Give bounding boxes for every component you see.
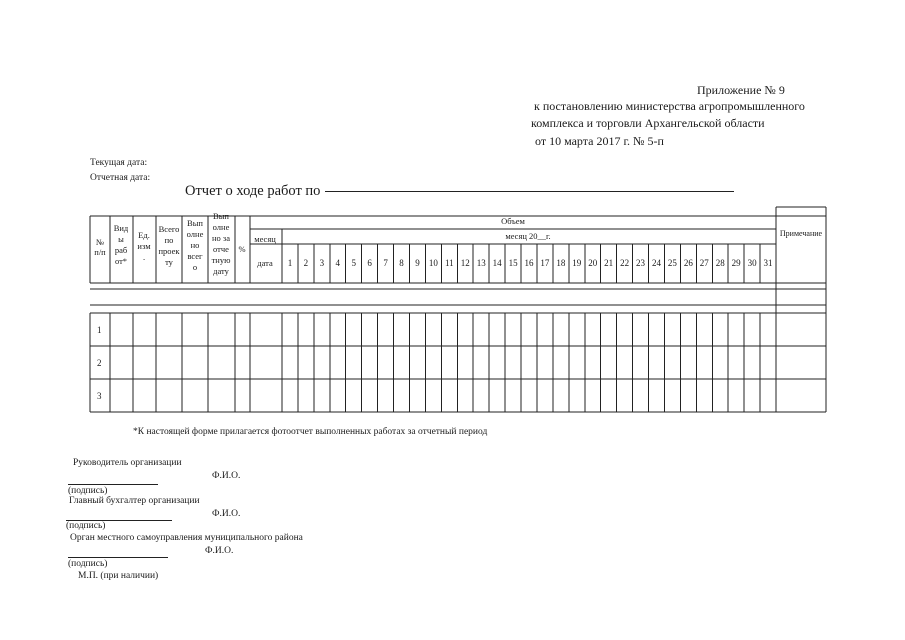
footnote: *К настоящей форме прилагается фотоотчет… [133, 427, 488, 437]
day-number: 3 [320, 258, 325, 268]
head-signature-line [68, 484, 158, 485]
header-num: № [96, 237, 104, 247]
day-number: 22 [620, 258, 629, 268]
header-done-total: всег [187, 251, 203, 261]
day-number: 17 [540, 258, 550, 268]
appendix-number: Приложение № 9 [697, 83, 785, 97]
day-number: 20 [588, 258, 598, 268]
day-number: 11 [445, 258, 454, 268]
row-number: 1 [97, 325, 102, 335]
header-note: Примечание [780, 229, 823, 238]
header-done-total: Вып [187, 218, 203, 228]
day-number: 6 [367, 258, 372, 268]
appendix-decree-line: к постановлению министерства агропромышл… [534, 99, 805, 113]
header-date-label: дата [257, 258, 273, 268]
header-work-type: от* [115, 256, 127, 266]
appendix-date-line: от 10 марта 2017 г. № 5-п [535, 134, 664, 148]
seal-note: М.П. (при наличии) [78, 571, 159, 581]
day-number: 31 [764, 258, 773, 268]
header-total: по [165, 235, 174, 245]
header-done-total: олне [187, 229, 204, 239]
day-number: 9 [415, 258, 420, 268]
day-number: 28 [716, 258, 726, 268]
day-number: 15 [509, 258, 519, 268]
day-number: 12 [461, 258, 470, 268]
header-done-period: Вып [213, 211, 229, 221]
municipal-sign-caption: (подпись) [68, 559, 108, 569]
municipal-fio: Ф.И.О. [205, 546, 234, 556]
header-num: п/п [94, 247, 106, 257]
header-total: ту [165, 257, 174, 267]
header-done-period: дату [213, 266, 229, 276]
header-month-label: месяц [254, 234, 276, 244]
day-number: 26 [684, 258, 694, 268]
day-number: 25 [668, 258, 678, 268]
day-number: 1 [288, 258, 293, 268]
accountant-label: Главный бухгалтер организации [69, 496, 200, 506]
row-number: 2 [97, 358, 102, 368]
header-done-total: о [193, 262, 197, 272]
header-done-period: отче [213, 244, 229, 254]
day-number: 29 [732, 258, 742, 268]
day-number: 23 [636, 258, 646, 268]
report-title: Отчет о ходе работ по [185, 183, 321, 199]
day-number: 16 [525, 258, 535, 268]
day-number: 21 [604, 258, 613, 268]
day-number: 18 [556, 258, 566, 268]
accountant-signature-line [66, 520, 172, 521]
day-number: 10 [429, 258, 439, 268]
day-number: 24 [652, 258, 662, 268]
accountant-fio: Ф.И.О. [212, 509, 241, 519]
accountant-sign-caption: (подпись) [66, 521, 106, 531]
header-done-period: тную [212, 255, 232, 265]
header-work-type: ы [118, 234, 124, 244]
header-done-total: но [191, 240, 200, 250]
day-number: 2 [304, 258, 309, 268]
day-number: 30 [748, 258, 758, 268]
current-date-label: Текущая дата: [90, 158, 148, 168]
header-unit: изм [137, 241, 151, 251]
header-month-value: месяц 20__г. [505, 231, 550, 241]
head-sign-caption: (подпись) [68, 486, 108, 496]
day-number: 14 [493, 258, 503, 268]
header-done-period: олне [213, 222, 230, 232]
header-volume: Объем [501, 216, 525, 226]
header-percent: % [238, 244, 245, 254]
day-number: 7 [383, 258, 388, 268]
day-number: 5 [351, 258, 356, 268]
header-unit: Ед. [138, 230, 150, 240]
header-done-period: но за [212, 233, 230, 243]
day-number: 13 [477, 258, 487, 268]
head-label: Руководитель организации [73, 458, 182, 468]
municipal-label: Орган местного самоуправления муниципаль… [70, 533, 303, 543]
day-number: 19 [572, 258, 582, 268]
day-number: 4 [336, 258, 341, 268]
day-number: 27 [700, 258, 710, 268]
report-date-label: Отчетная дата: [90, 173, 151, 183]
municipal-signature-line [68, 557, 168, 558]
header-unit: . [143, 252, 145, 262]
header-total: проек [158, 246, 180, 256]
header-work-type: раб [115, 245, 127, 255]
appendix-ministry-line: комплекса и торговли Архангельской облас… [531, 116, 765, 130]
row-number: 3 [97, 391, 102, 401]
header-total: Всего [159, 224, 180, 234]
day-number: 8 [399, 258, 404, 268]
title-underline [325, 191, 734, 192]
head-fio: Ф.И.О. [212, 471, 241, 481]
header-work-type: Вид [114, 223, 129, 233]
